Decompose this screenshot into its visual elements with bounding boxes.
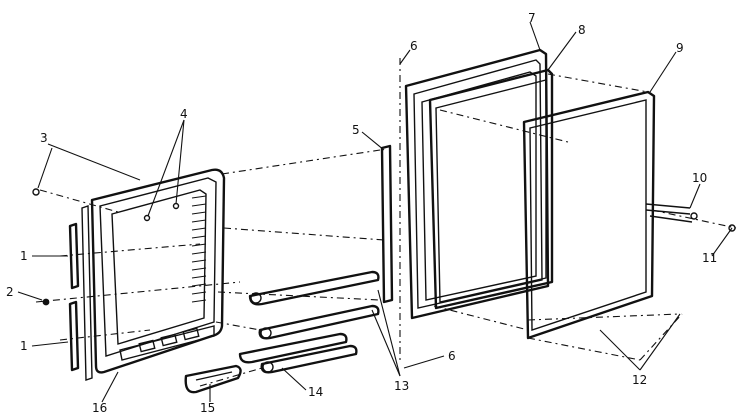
- slide-rails: [238, 270, 380, 374]
- callout-6-bottom: 6: [448, 349, 456, 363]
- gasket-strip: [380, 144, 394, 304]
- callout-5: 5: [352, 123, 360, 137]
- bottom-control-strip: [119, 325, 215, 361]
- callout-7: 7: [528, 11, 536, 25]
- callout-1b: 1: [20, 339, 28, 353]
- callout-1a: 1: [20, 249, 28, 263]
- callout-12: 12: [632, 373, 647, 387]
- callout-13: 13: [394, 379, 409, 393]
- callout-3: 3: [40, 131, 48, 145]
- callout-9: 9: [676, 41, 684, 55]
- callout-10: 10: [692, 171, 707, 185]
- callout-11: 11: [702, 251, 717, 265]
- outer-door-panel: [404, 48, 550, 320]
- front-cover-panel: [522, 90, 656, 340]
- bracket-part: [184, 364, 242, 394]
- inner-liner-panel: [428, 68, 554, 310]
- callout-2: 2: [6, 285, 14, 299]
- door-frame-left: [90, 168, 226, 374]
- callout-8: 8: [578, 23, 586, 37]
- alignment-lines: [35, 58, 737, 387]
- callout-6-top: 6: [410, 39, 418, 53]
- callout-14: 14: [308, 385, 323, 399]
- callout-4: 4: [180, 107, 188, 121]
- vent-grille: [191, 195, 207, 303]
- callout-16: 16: [92, 401, 107, 415]
- leader-lines: [17, 21, 733, 403]
- callout-15: 15: [200, 401, 215, 415]
- callout-labels: 1 1 2 3 4 5 6 6 7 8 9 10 11 12 13 14 15 …: [6, 11, 717, 415]
- side-trim-strips: [68, 205, 93, 381]
